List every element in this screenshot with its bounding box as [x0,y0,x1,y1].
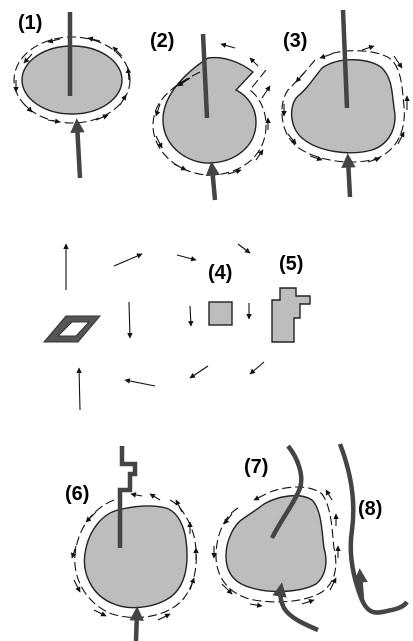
shape-7 [225,494,327,593]
label-3: (3) [283,30,307,52]
flow-arrows-7 [211,489,341,608]
rod-bottom-1 [70,118,85,179]
curved-rod-8 [337,443,409,615]
rod-bottom-7 [272,582,319,633]
parallelogram-shape [42,315,102,343]
label-2: (2) [150,30,174,52]
flow-arrows-6 [70,492,199,621]
rod-top-3 [340,9,350,109]
rod-bottom-2 [205,161,220,201]
rod-top-6 [117,446,138,548]
stepped-shape [271,287,311,343]
label-8: (8) [358,498,382,520]
middle-section: (4) (5) [42,243,311,411]
rod-arrow-8 [353,568,368,601]
panel-8: (8) [337,443,409,615]
dashed-outline-6 [74,499,197,619]
rod-bottom-3 [341,153,356,198]
shape-2 [162,56,257,164]
label-4: (4) [208,262,232,284]
panel-3: (3) [281,9,410,198]
rod-top-2 [200,33,210,119]
flow-arrows-3 [281,44,410,163]
label-7: (7) [244,456,268,478]
flow-arrows-middle [63,243,265,411]
rod-top-7 [269,444,304,540]
label-1: (1) [18,12,42,34]
panel-6: (6) [65,446,199,641]
flow-arrows-1 [13,36,132,124]
panel-2: (2) [150,30,271,201]
square-shape [208,301,233,326]
flow-arrows-2 [154,42,271,175]
shape-6 [83,505,188,609]
panel-7: (7) [211,444,341,633]
label-5: (5) [279,253,303,275]
rod-bottom-6 [129,606,144,641]
panel-1: (1) [13,12,132,179]
shape-3 [291,59,396,154]
label-6: (6) [65,483,89,505]
